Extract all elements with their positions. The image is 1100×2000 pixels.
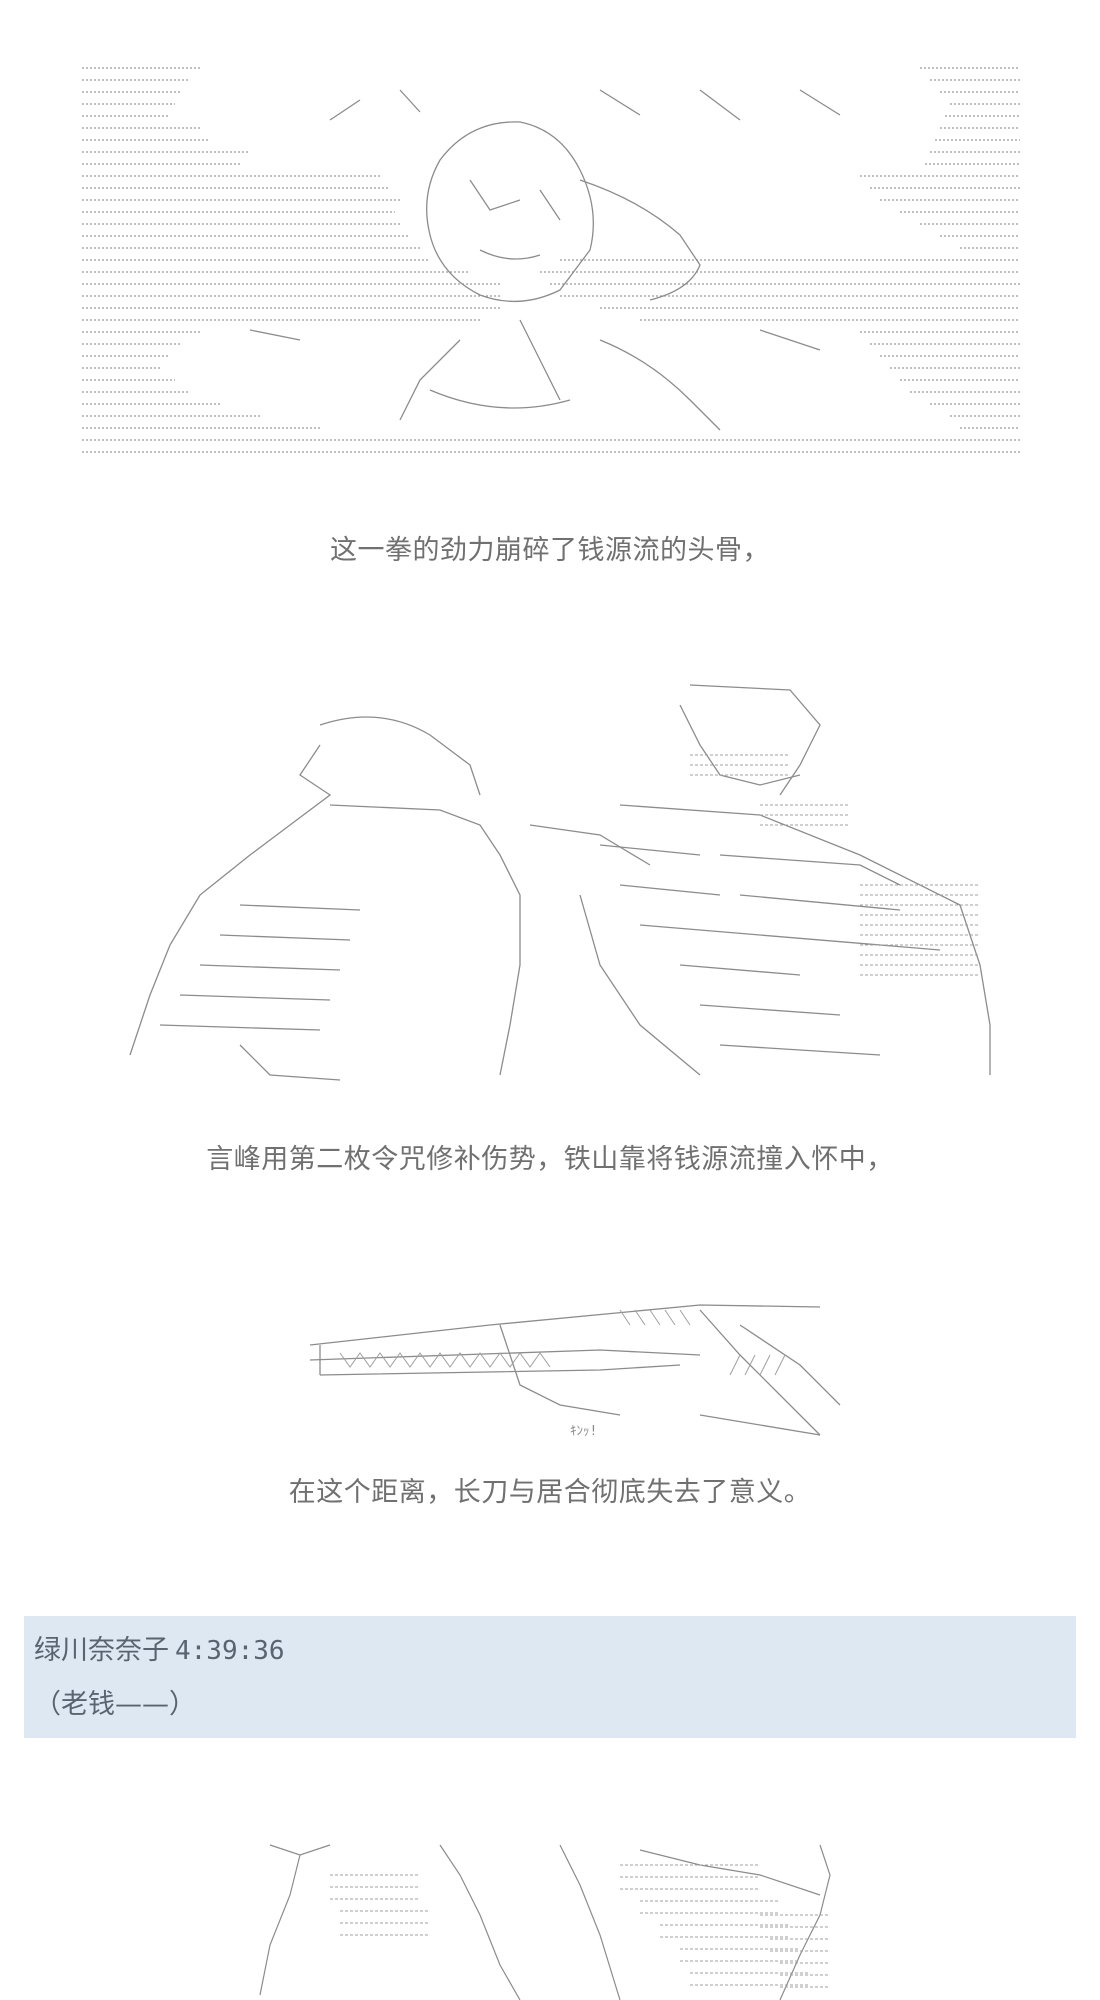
- ascii-art-panel-4: [0, 1835, 1100, 2000]
- ascii-art-panel-2: [0, 665, 1100, 1090]
- caption-1: 这一拳的劲力崩碎了钱源流的头骨，: [330, 535, 770, 566]
- post-body-text: （老钱——）: [34, 1689, 196, 1720]
- post-timestamp: 4:39:36: [175, 1636, 285, 1666]
- post-author-name: 绿川奈奈子: [34, 1635, 169, 1666]
- caption-2: 言峰用第二枚令咒修补伤势，铁山靠将钱源流撞入怀中，: [206, 1144, 894, 1175]
- caption-3: 在这个距离，长刀与居合彻底失去了意义。: [288, 1477, 812, 1508]
- sfx-kin: ｷﾝｯ!: [570, 1424, 597, 1439]
- ascii-art-panel-3: ｷﾝｯ!: [0, 1295, 1100, 1445]
- ascii-art-panel-1: [0, 60, 1100, 505]
